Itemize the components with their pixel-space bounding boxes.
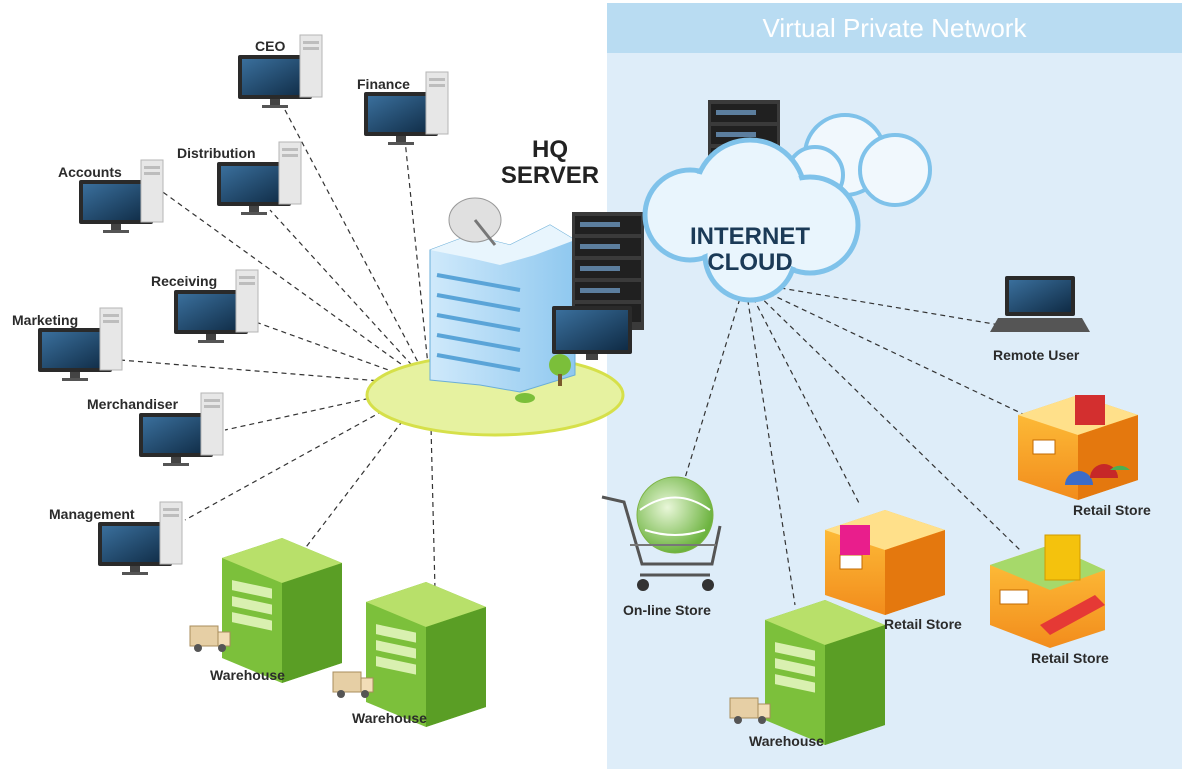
distribution-label: Distribution [177, 145, 256, 161]
cloud-label-line2: CLOUD [707, 249, 793, 276]
retail-store-bottom-icon [990, 534, 1105, 648]
retail-store-bottom-label: Retail Store [1031, 650, 1109, 666]
retail-store-top-label: Retail Store [1073, 502, 1151, 518]
retail-store-top-icon [1017, 394, 1139, 501]
warehouse-left-label: Warehouse [210, 667, 285, 683]
accounts-label: Accounts [58, 164, 122, 180]
hq-label-line1: HQ [532, 136, 568, 163]
warehouse-right-icon [366, 582, 486, 727]
vpn-header-bar [607, 3, 1182, 53]
internet-cloud-label: INTERNET CLOUD [670, 224, 830, 276]
internet-cloud-icon [642, 113, 932, 303]
online-store-icon [601, 476, 722, 591]
cloud-label-line1: INTERNET [690, 223, 810, 250]
online-store-label: On-line Store [623, 602, 711, 618]
hq-server-label: HQ SERVER [480, 137, 620, 189]
hq-building [429, 197, 576, 403]
finance-label: Finance [357, 76, 410, 92]
remote-warehouse-icon [765, 600, 885, 745]
remote-warehouse-label: Warehouse [749, 733, 824, 749]
receiving-label: Receiving [151, 273, 218, 289]
warehouse-right-label: Warehouse [352, 710, 427, 726]
ceo-label: CEO [255, 38, 286, 54]
remote-user-label: Remote User [993, 347, 1080, 363]
remote-truck-icon [729, 697, 771, 725]
warehouse-left-icon [222, 538, 342, 683]
marketing-label: Marketing [12, 312, 79, 328]
hq-label-line2: SERVER [500, 162, 600, 189]
laptop-icon [990, 276, 1090, 332]
hq-monitor-icon [552, 306, 632, 360]
vpn-panel [607, 3, 1182, 769]
retail-store-center-icon [824, 509, 946, 616]
vpn-title: Virtual Private Network [762, 13, 1027, 43]
merchandiser-label: Merchandiser [87, 396, 179, 412]
cloud-connection-lines [684, 281, 1026, 606]
management-label: Management [49, 506, 135, 522]
retail-store-center-label: Retail Store [884, 616, 962, 632]
